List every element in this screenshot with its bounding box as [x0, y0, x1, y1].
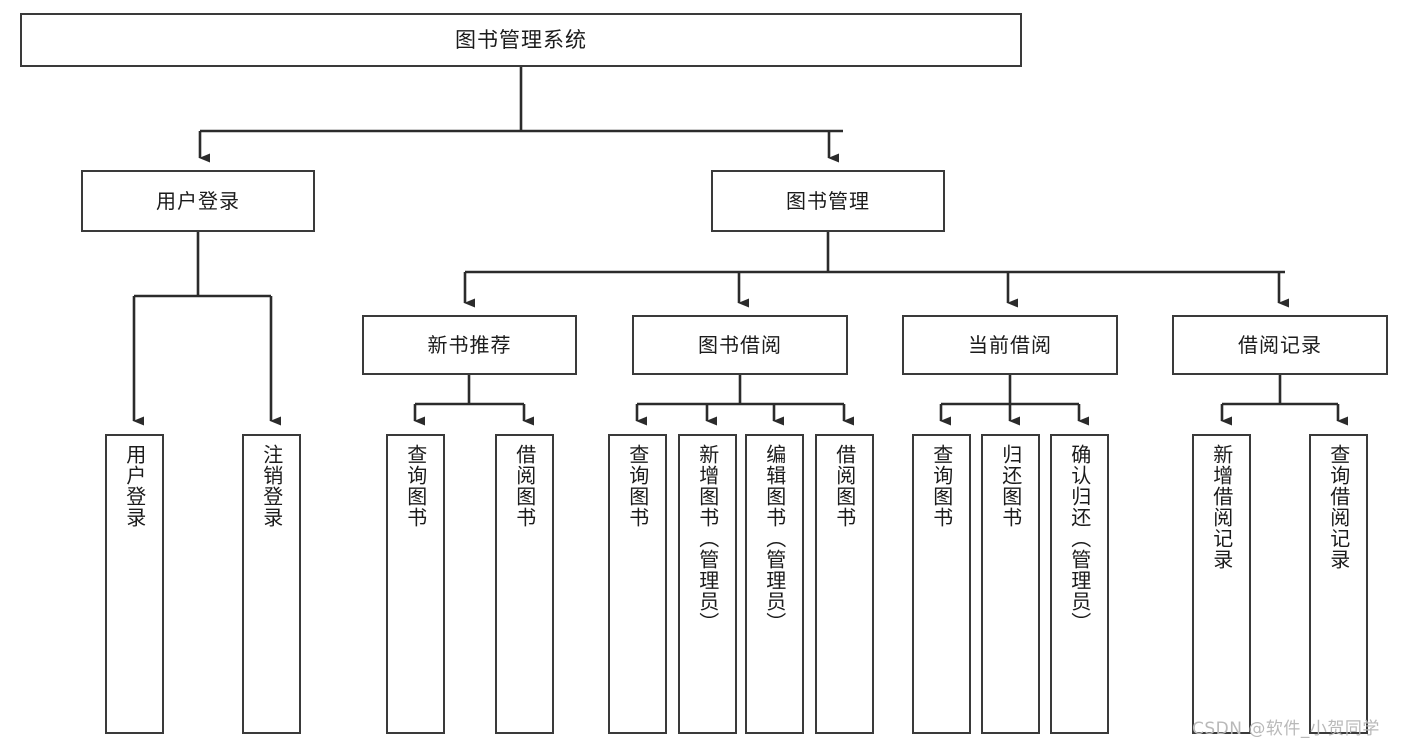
node-leaf-query-book-recommend[interactable]: 查询图书 [386, 434, 445, 734]
node-label: 查询图书 [625, 444, 650, 528]
node-label: 查询图书 [403, 444, 428, 528]
node-label: 归还图书 [998, 444, 1023, 528]
node-label: 借阅图书 [512, 444, 537, 528]
node-label: 注销登录 [259, 444, 284, 528]
node-root-system[interactable]: 图书管理系统 [20, 13, 1022, 67]
node-leaf-logout-login[interactable]: 注销登录 [242, 434, 301, 734]
node-new-book-recommend[interactable]: 新书推荐 [362, 315, 577, 375]
node-label: 图书管理系统 [455, 27, 587, 52]
node-label: 编辑图书（管理员） [762, 444, 787, 633]
node-leaf-return-book[interactable]: 归还图书 [981, 434, 1040, 734]
node-label: 图书借阅 [698, 333, 782, 357]
node-leaf-confirm-return[interactable]: 确认归还（管理员） [1050, 434, 1109, 734]
node-leaf-borrow-book[interactable]: 借阅图书 [815, 434, 874, 734]
node-leaf-query-book-current[interactable]: 查询图书 [912, 434, 971, 734]
node-label: 查询借阅记录 [1326, 444, 1351, 570]
node-label: 新增图书（管理员） [695, 444, 720, 633]
node-book-management[interactable]: 图书管理 [711, 170, 945, 232]
node-label: 借阅记录 [1238, 333, 1322, 357]
node-leaf-add-book[interactable]: 新增图书（管理员） [678, 434, 737, 734]
node-borrow-record[interactable]: 借阅记录 [1172, 315, 1388, 375]
node-current-borrow[interactable]: 当前借阅 [902, 315, 1118, 375]
node-label: 当前借阅 [968, 333, 1052, 357]
node-label: 查询图书 [929, 444, 954, 528]
node-leaf-add-borrow-record[interactable]: 新增借阅记录 [1192, 434, 1251, 734]
node-label: 借阅图书 [832, 444, 857, 528]
watermark-credit: CSDN @软件_小贺同学 [1192, 719, 1380, 739]
node-label: 用户登录 [156, 189, 240, 213]
node-label: 确认归还（管理员） [1067, 444, 1092, 633]
node-label: 新增借阅记录 [1209, 444, 1234, 570]
node-leaf-query-book-borrow[interactable]: 查询图书 [608, 434, 667, 734]
node-book-borrow[interactable]: 图书借阅 [632, 315, 848, 375]
node-leaf-user-login[interactable]: 用户登录 [105, 434, 164, 734]
node-user-login[interactable]: 用户登录 [81, 170, 315, 232]
node-leaf-borrow-book-recommend[interactable]: 借阅图书 [495, 434, 554, 734]
node-label: 用户登录 [122, 444, 147, 528]
node-label: 图书管理 [786, 189, 870, 213]
node-leaf-edit-book[interactable]: 编辑图书（管理员） [745, 434, 804, 734]
node-leaf-query-borrow-record[interactable]: 查询借阅记录 [1309, 434, 1368, 734]
node-label: 新书推荐 [427, 333, 512, 357]
